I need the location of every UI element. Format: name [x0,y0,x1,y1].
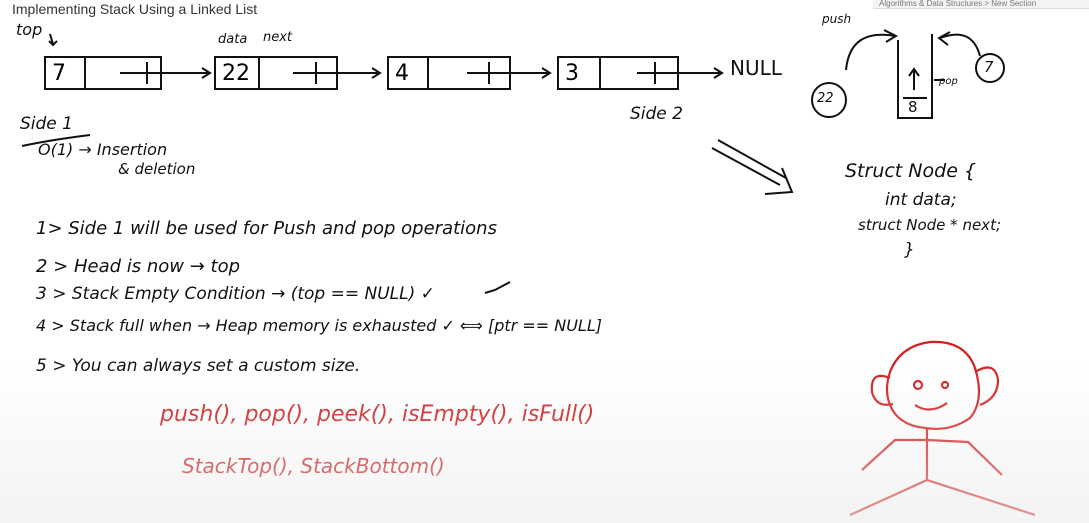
side2-label: Side 2 [630,104,683,124]
next-label: next [263,30,293,45]
struct-line-1: Struct Node { [845,160,977,182]
big-arrow [711,139,794,195]
node-next [601,58,677,88]
note-3: 3 > Stack Empty Condition → (top == NULL… [36,284,435,304]
list-node-2: 22 [214,56,338,90]
complexity-label: O(1) → Insertion [38,140,168,159]
node-next [86,58,160,88]
right-stack-circle [975,53,1005,83]
list-node-1: 7 [44,56,162,90]
link-arrow-4 [637,67,724,79]
node-data: 22 [216,58,260,88]
node-data: 7 [46,58,86,88]
struct-line-2: int data; [885,190,957,210]
window-title: Implementing Stack Using a Linked List [12,1,258,17]
side1-label: Side 1 [20,114,73,134]
stack-up-arrow [908,67,920,90]
node-next [429,58,509,88]
struct-line-4: } [904,240,915,260]
top-label: top [16,20,43,39]
left-circle-value: 22 [817,91,834,106]
stack-box-value: 8 [908,98,918,116]
link-arrow-1 [120,67,212,79]
stack-container [897,34,933,119]
right-circle-value: 7 [984,58,994,76]
list-node-3: 4 [387,56,511,90]
push-label: push [822,12,852,26]
doodle-character [849,340,1036,517]
complexity-label-2: & deletion [118,160,196,178]
pop-label: pop [939,76,958,87]
breadcrumb[interactable]: Algorithms & Data Structures > New Secti… [873,0,1089,9]
data-label: data [218,32,248,47]
operations-line-1: push(), pop(), peek(), isEmpty(), isFull… [160,402,595,427]
note-2: 2 > Head is now → top [36,256,241,277]
check-mark-1 [484,281,511,294]
left-stack-circle [811,82,847,118]
note-4: 4 > Stack full when → Heap memory is exh… [36,316,602,335]
node-data: 4 [389,58,429,88]
list-node-4: 3 [557,56,679,90]
link-arrow-3 [467,67,552,79]
node-next [260,58,336,88]
note-1: 1> Side 1 will be used for Push and pop … [36,218,497,239]
push-arrow [845,29,899,71]
side1-underline [21,134,91,147]
node-data: 3 [559,58,601,88]
operations-line-2: StackTop(), StackBottom() [182,454,445,478]
struct-line-3: struct Node * next; [858,216,1001,234]
note-5: 5 > You can always set a custom size. [36,356,361,376]
top-pointer-arrow [48,33,58,47]
pop-arrow [937,31,981,57]
null-label: NULL [730,56,782,80]
